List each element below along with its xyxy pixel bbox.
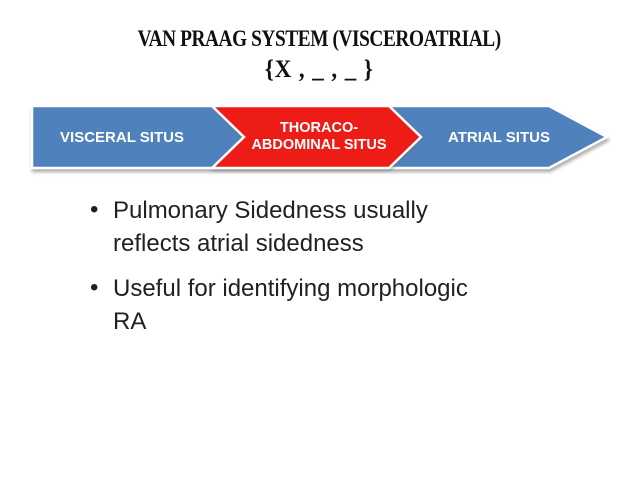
middle-chevron-shape bbox=[208, 104, 423, 170]
flow-arrow-graphic bbox=[30, 104, 610, 170]
bullet-list: Pulmonary Sidedness usually reflects atr… bbox=[88, 193, 525, 350]
page-title-text: VAN PRAAG SYSTEM (VISCEROATRIAL) bbox=[137, 26, 501, 51]
slide-subtitle: {X , _ , _ } bbox=[0, 56, 638, 84]
bullet-text: Pulmonary Sidedness usually bbox=[113, 197, 428, 224]
step-label-text: ABDOMINAL SITUS bbox=[251, 137, 387, 153]
step-visceral-situs: VISCERAL SITUS bbox=[34, 106, 210, 168]
step-thoraco-abdominal-situs: THORACO- ABDOMINAL SITUS bbox=[244, 106, 394, 168]
step-label-text: VISCERAL SITUS bbox=[60, 128, 184, 146]
situs-flow-diagram: VISCERAL SITUS THORACO- ABDOMINAL SITUS … bbox=[0, 96, 638, 180]
bullet-text: Useful for identifying morphologic bbox=[113, 275, 468, 302]
step-label-text: THORACO- bbox=[279, 120, 359, 136]
bullet-item-pulmonary-sidedness: Pulmonary Sidedness usually reflects atr… bbox=[88, 193, 525, 260]
step-label-text: ATRIAL SITUS bbox=[448, 128, 550, 146]
bullet-text: reflects atrial sidedness bbox=[113, 230, 364, 257]
bullet-item-morphologic-ra: Useful for identifying morphologic RA bbox=[88, 271, 525, 338]
bullet-text: RA bbox=[113, 308, 147, 335]
page-title: VAN PRAAG SYSTEM (VISCEROATRIAL) bbox=[0, 26, 638, 52]
slide-subtitle-text: {X , _ , _ } bbox=[264, 56, 374, 83]
step-atrial-situs: ATRIAL SITUS bbox=[421, 106, 577, 168]
